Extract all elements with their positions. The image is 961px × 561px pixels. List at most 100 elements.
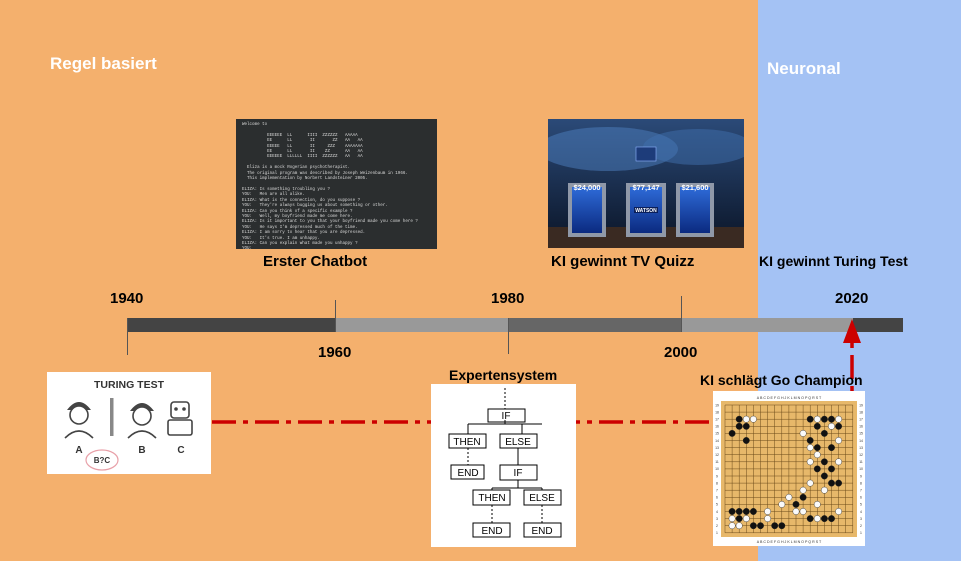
go-row-label: 4 <box>716 510 718 514</box>
go-row-label: 13 <box>859 446 863 450</box>
go-row-label: 4 <box>860 510 862 514</box>
go-stone-white <box>821 486 828 494</box>
eliza-terminal-image: Welcome to EEEEEE LL IIII ZZZZZZ AAAAA E… <box>236 119 437 249</box>
go-caption: KI schlägt Go Champion <box>700 372 863 388</box>
go-stone-white <box>799 430 807 437</box>
go-row-label: 8 <box>716 481 718 485</box>
flow-if-2: IF <box>514 468 523 479</box>
go-row-label: 17 <box>859 418 863 422</box>
go-stone-black <box>757 522 764 530</box>
go-stone-black <box>821 458 828 466</box>
go-stone-white <box>728 515 736 523</box>
tv-quiz-caption: KI gewinnt TV Quizz <box>551 253 695 270</box>
go-stone-black <box>742 422 750 430</box>
rule-based-label: Regel basiert <box>50 54 157 73</box>
tv-quiz-image: $24,000 $77,147 $21,600 WATSON <box>548 119 744 248</box>
expert-system-card: IF THEN ELSE END IF THEN ELSE END END <box>431 384 576 547</box>
expert-flowchart: IF THEN ELSE END IF THEN ELSE END END <box>448 388 562 538</box>
quiz-watson-label: WATSON <box>635 208 657 214</box>
axis-segment-2020 <box>853 318 903 332</box>
go-stone-white <box>764 508 771 515</box>
go-board: A B C D E F G H J K L M N O P Q R S T A … <box>715 396 863 544</box>
go-stone-white <box>813 451 821 459</box>
go-row-label: 1 <box>716 531 718 535</box>
go-row-label: 11 <box>859 460 863 464</box>
go-row-label: 9 <box>716 474 718 478</box>
axis-segment-1940 <box>128 318 335 332</box>
go-stone-white <box>799 486 807 494</box>
go-stone-white <box>792 508 800 515</box>
axis-segment-1980 <box>509 318 681 332</box>
go-row-label: 10 <box>859 467 863 471</box>
go-stone-black <box>828 515 835 523</box>
flow-end-2: END <box>481 526 502 537</box>
go-row-label: 10 <box>715 467 719 471</box>
go-stone-white <box>835 415 843 423</box>
flow-then-1: THEN <box>453 437 480 448</box>
go-row-label: 8 <box>860 481 862 485</box>
go-row-label: 5 <box>716 503 718 507</box>
go-col-labels-top: A B C D E F G H J K L M N O P Q R S T <box>757 396 822 400</box>
go-stone-white <box>750 415 757 423</box>
divider-bar <box>110 398 114 436</box>
year-1980: 1980 <box>491 290 525 307</box>
go-stone-black <box>806 515 814 523</box>
axis-segment-1960 <box>335 318 509 332</box>
go-stone-black <box>821 515 828 523</box>
go-row-label: 3 <box>716 517 718 521</box>
go-stone-black <box>806 437 814 444</box>
go-stone-black <box>835 422 843 430</box>
flow-else-1: ELSE <box>505 437 531 448</box>
quiz-score-1: $24,000 <box>573 183 600 192</box>
go-board-card: A B C D E F G H J K L M N O P Q R S T A … <box>713 391 865 546</box>
go-stone-white <box>778 501 786 508</box>
go-stone-black <box>742 437 750 444</box>
go-stone-white <box>806 479 814 487</box>
go-stone-black <box>750 522 757 530</box>
go-row-label: 14 <box>715 439 719 443</box>
go-row-label: 12 <box>715 453 719 457</box>
go-stone-black <box>835 479 843 487</box>
go-stone-black <box>813 465 821 473</box>
tv-quiz-scene: $24,000 $77,147 $21,600 WATSON <box>548 119 744 248</box>
go-stone-white <box>835 437 843 444</box>
go-stone-white <box>806 444 814 451</box>
go-row-label: 14 <box>859 439 863 443</box>
go-row-label: 18 <box>715 410 719 414</box>
go-stone-white <box>742 415 750 423</box>
year-2000: 2000 <box>664 344 698 361</box>
go-stone-black <box>828 415 835 423</box>
quiz-score-2: $77,147 <box>632 183 659 192</box>
go-row-label: 6 <box>716 496 718 500</box>
turing-test-illustration: TURING TEST A B C B?C <box>64 379 193 471</box>
tick-1980 <box>508 318 509 354</box>
go-stone-white <box>742 515 750 523</box>
turing-card-title: TURING TEST <box>94 379 165 391</box>
go-stone-black <box>742 508 750 515</box>
person-b-icon <box>127 403 157 439</box>
year-1940: 1940 <box>110 290 144 307</box>
go-stone-white <box>799 508 807 515</box>
tick-2000 <box>681 296 682 332</box>
go-stone-black <box>735 515 743 523</box>
go-row-label: 3 <box>860 517 862 521</box>
go-stone-black <box>828 465 835 473</box>
go-stone-black <box>778 522 786 530</box>
tick-1960 <box>335 300 336 332</box>
go-row-label: 12 <box>859 453 863 457</box>
robot-c-icon <box>167 401 193 436</box>
go-row-label: 5 <box>860 503 862 507</box>
go-row-label: 7 <box>860 489 862 493</box>
go-row-label: 15 <box>859 432 863 436</box>
arrow-head <box>843 319 861 343</box>
expert-caption: Expertensystem <box>449 367 558 383</box>
go-row-label: 7 <box>716 489 718 493</box>
eliza-terminal-text: Welcome to EEEEEE LL IIII ZZZZZZ AAAAA E… <box>242 123 418 249</box>
go-col-labels-bottom: A B C D E F G H J K L M N O P Q R S T <box>757 540 822 544</box>
label-a: A <box>75 445 82 456</box>
go-stone-black <box>735 415 743 423</box>
label-b: B <box>138 445 145 456</box>
quiz-score-3: $21,600 <box>681 183 708 192</box>
go-stone-black <box>771 522 779 530</box>
go-row-label: 19 <box>715 403 719 407</box>
